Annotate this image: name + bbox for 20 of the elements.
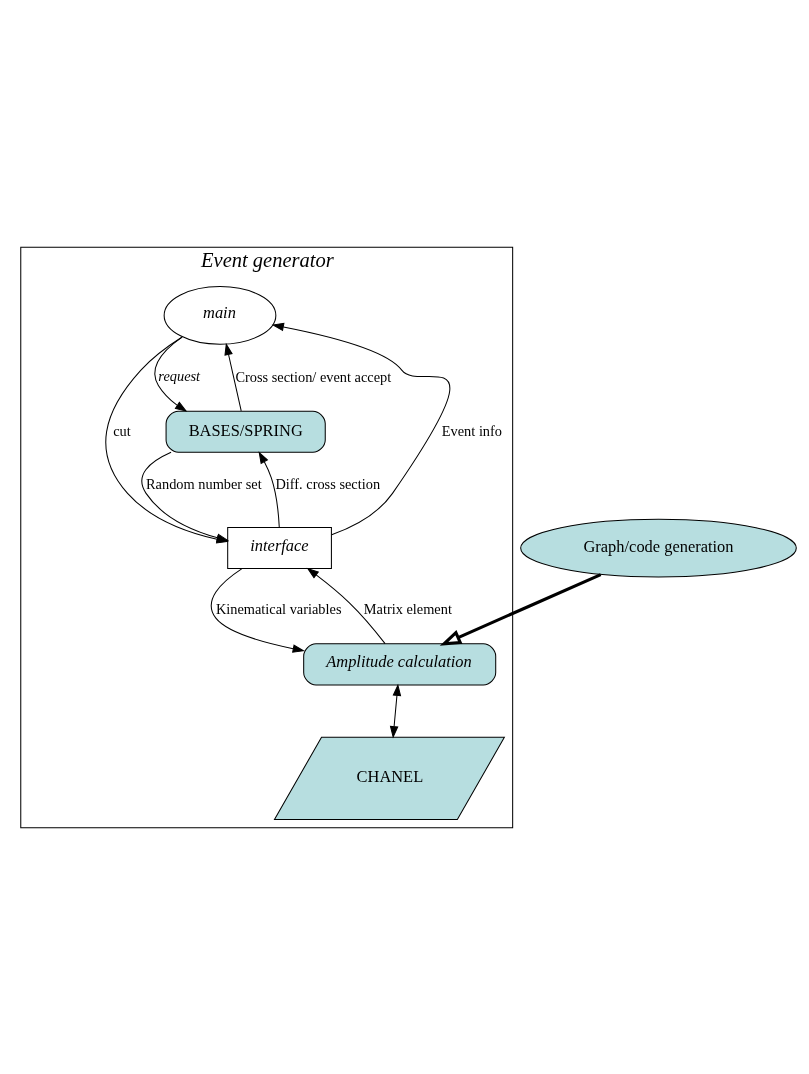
node-ellipse: main xyxy=(163,285,277,345)
node-box: interface xyxy=(227,526,332,569)
edge-label: Event info xyxy=(441,422,503,439)
edge-label: Matrix element xyxy=(363,600,452,617)
arrow xyxy=(389,683,402,738)
arrow xyxy=(258,450,280,528)
node-box: Amplitude calculation xyxy=(303,642,497,685)
edge-label: request xyxy=(158,367,201,384)
edge-label: Cross section/ event accept xyxy=(235,368,392,385)
edge-label: cut xyxy=(113,422,131,439)
node-box: BASES/SPRING xyxy=(165,410,326,453)
arrow xyxy=(210,567,305,653)
arrow xyxy=(306,567,386,644)
arrow xyxy=(439,572,602,646)
node-ellipse: Graph/code generation xyxy=(520,518,797,577)
edge-label: Kinematical variables xyxy=(215,600,342,617)
edge-label: Diff. cross section xyxy=(275,475,381,492)
edge-label: Random number set xyxy=(146,475,262,492)
arrow xyxy=(271,322,451,535)
arrow xyxy=(224,342,242,411)
